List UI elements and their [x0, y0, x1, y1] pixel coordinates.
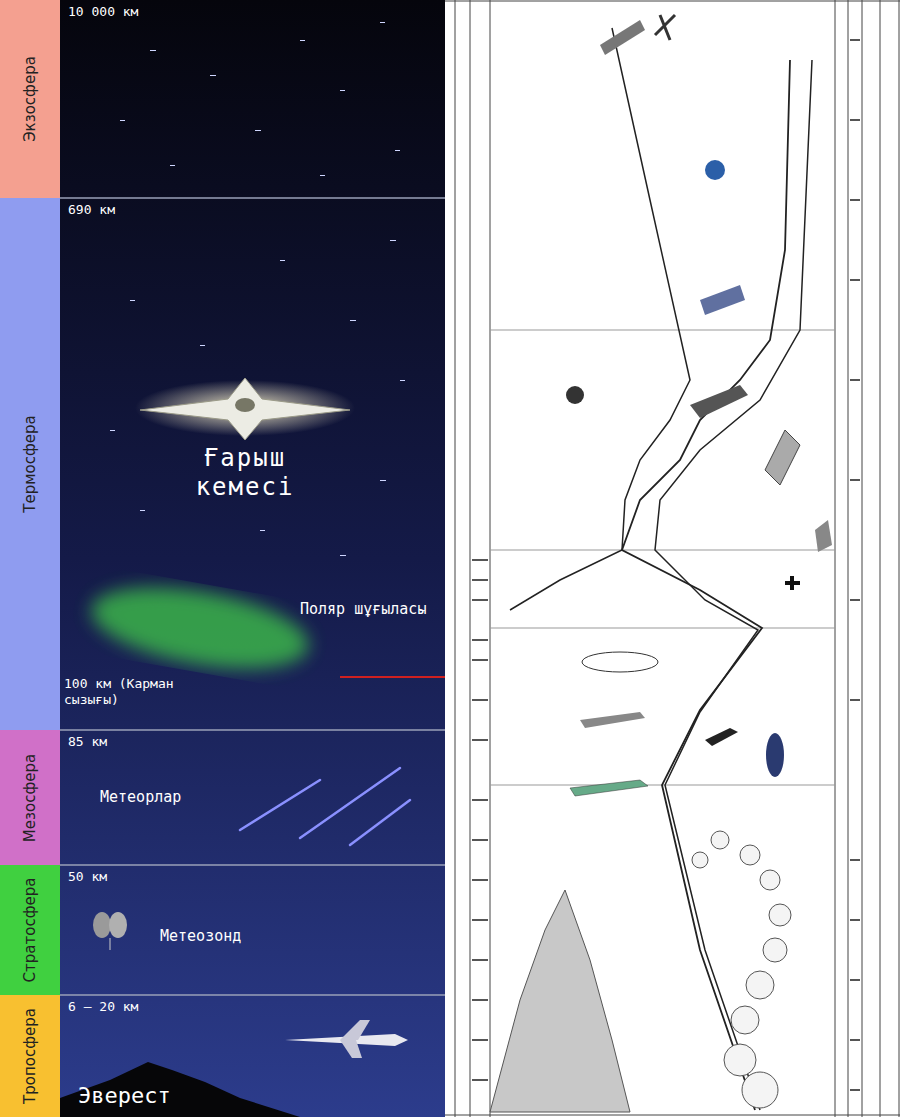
layer-name: Стратосфера [21, 878, 39, 983]
atmosphere-layer: Экзосфера 10 000 км [0, 0, 445, 198]
layer-name: Тропосфера [21, 1008, 39, 1104]
balloon-label: Метеозонд [160, 927, 241, 945]
sky-panel [60, 0, 445, 1117]
mountain-label: Эверест [78, 1083, 171, 1109]
meteor-label: Метеорлар [100, 788, 181, 806]
atmosphere-layer: Стратосфера 50 км Метеозонд [0, 865, 445, 995]
spaceship [135, 378, 355, 440]
karman-line-label: 100 км (Карман сызығы) [64, 676, 204, 707]
altitude-label: 10 000 км [68, 4, 138, 20]
aurora [85, 573, 314, 682]
altitude-label: 85 км [68, 734, 107, 750]
profile-chart [445, 0, 900, 1117]
meteors [240, 768, 410, 845]
weather-balloon [93, 912, 127, 950]
stars [110, 22, 425, 611]
atmosphere-layer: Термосфера 690 км Ғарыш кемесіПоляр шұғыла… [0, 198, 445, 730]
layer-boundaries [60, 198, 445, 995]
layer-name: Термосфера [21, 415, 39, 512]
atmosphere-layer: Мезосфера 85 км Метеорлар [0, 730, 445, 865]
altitude-label: 690 км [68, 202, 115, 218]
spaceship-label: Ғарыш кемесі [170, 444, 320, 502]
karman-line [340, 676, 445, 678]
layer-name: Экзосфера [21, 56, 39, 142]
airplane [285, 1020, 408, 1058]
altitude-label: 50 км [68, 869, 107, 885]
atmosphere-layer: Тропосфера 6 – 20 км Эверест [0, 995, 445, 1117]
layer-name: Мезосфера [21, 753, 39, 841]
aurora-label: Поляр шұғыласы [300, 600, 435, 618]
altitude-label: 6 – 20 км [68, 999, 138, 1015]
everest-mountain [60, 1062, 300, 1117]
